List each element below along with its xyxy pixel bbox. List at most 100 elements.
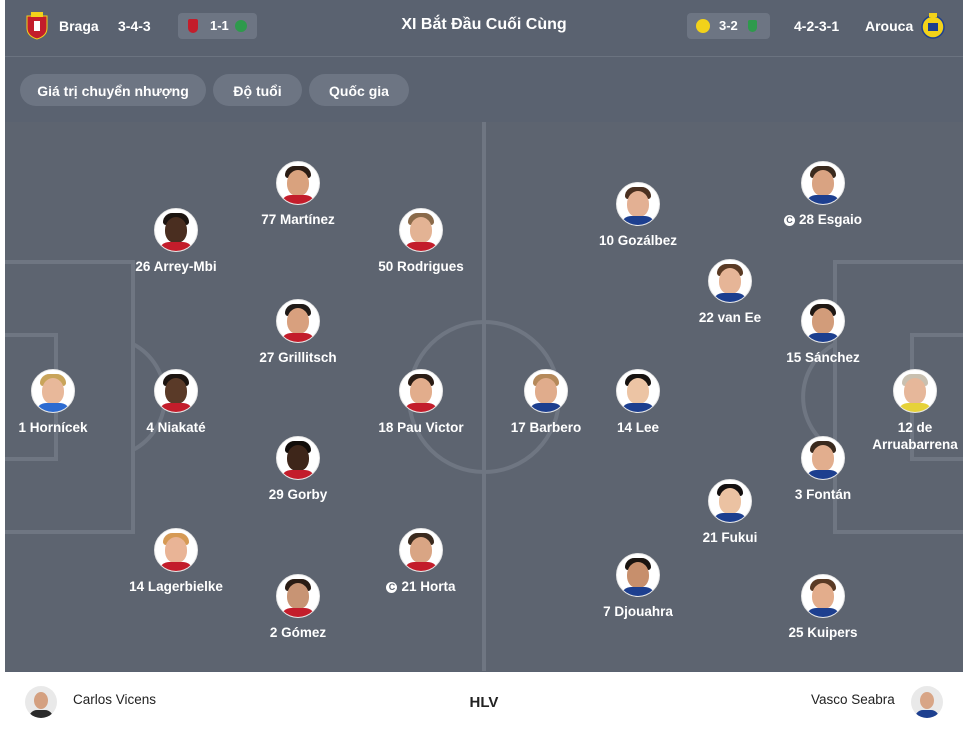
lineup-widget: Braga 3-4-3 1-1 XI Bắt Đầu Cuối Cùng 3-2… xyxy=(5,0,963,734)
player-name: 12 de Arruabarrena xyxy=(872,420,958,452)
player-away-am-3[interactable]: 7 Djouahra xyxy=(573,553,703,620)
photo-shirt xyxy=(713,293,747,302)
photo-face xyxy=(42,378,64,404)
player-away-gk[interactable]: 12 de Arruabarrena xyxy=(867,369,963,453)
player-name: 27 Grillitsch xyxy=(259,350,337,365)
photo-face xyxy=(165,378,187,404)
filter-country[interactable]: Quốc gia xyxy=(309,74,409,106)
away-coach-name[interactable]: Vasco Seabra xyxy=(811,692,895,707)
braga-mini-icon xyxy=(188,19,198,33)
player-away-dm-2[interactable]: 21 Fukui xyxy=(665,479,795,546)
photo-face xyxy=(165,537,187,563)
player-name: 28 Esgaio xyxy=(798,212,863,227)
player-name: 4 Niakaté xyxy=(146,420,206,435)
player-away-def-3[interactable]: 3 Fontán xyxy=(758,436,888,503)
player-photo xyxy=(616,553,660,597)
photo-shirt xyxy=(806,470,840,479)
player-name: 3 Fontán xyxy=(794,487,852,502)
arouca-crest-icon xyxy=(921,12,945,40)
photo-face xyxy=(904,378,926,404)
pitch: 1 Hornícek 26 Arrey-Mbi 4 Niakaté 14 Lag… xyxy=(5,122,963,671)
photo-shirt xyxy=(404,242,438,251)
player-home-def-1[interactable]: 26 Arrey-Mbi xyxy=(111,208,241,275)
photo-shirt xyxy=(621,403,655,412)
coach-shirt xyxy=(915,710,939,718)
home-coach-avatar xyxy=(25,686,57,718)
player-photo xyxy=(801,299,845,343)
player-away-dm-1[interactable]: 22 van Ee xyxy=(665,259,795,326)
player-home-gk[interactable]: 1 Hornícek xyxy=(5,369,118,436)
player-home-fwd-1[interactable]: 50 Rodrigues xyxy=(356,208,486,275)
photo-face xyxy=(812,583,834,609)
home-last-match[interactable]: 1-1 xyxy=(178,13,257,39)
home-team-name[interactable]: Braga xyxy=(59,18,99,34)
filter-age[interactable]: Độ tuổi xyxy=(213,74,302,106)
photo-shirt xyxy=(621,216,655,225)
photo-shirt xyxy=(281,470,315,479)
photo-shirt xyxy=(404,562,438,571)
photo-shirt xyxy=(621,587,655,596)
player-home-def-3[interactable]: 14 Lagerbielke xyxy=(111,528,241,595)
photo-face xyxy=(812,308,834,334)
home-formation: 3-4-3 xyxy=(118,18,151,34)
player-home-mid-2[interactable]: 27 Grillitsch xyxy=(233,299,363,366)
photo-face xyxy=(719,488,741,514)
player-away-def-4[interactable]: 25 Kuipers xyxy=(758,574,888,641)
photo-shirt xyxy=(159,242,193,251)
photo-shirt xyxy=(806,195,840,204)
photo-face xyxy=(812,170,834,196)
away-last-match[interactable]: 3-2 xyxy=(687,13,770,39)
player-photo xyxy=(276,436,320,480)
photo-face xyxy=(410,537,432,563)
photo-face xyxy=(627,378,649,404)
player-away-am-1[interactable]: 10 Gozálbez xyxy=(573,182,703,249)
home-last-score: 1-1 xyxy=(210,18,229,33)
coach-face xyxy=(34,692,48,709)
photo-shirt xyxy=(529,403,563,412)
arouca-mini-icon xyxy=(696,19,710,33)
player-home-mid-3[interactable]: 29 Gorby xyxy=(233,436,363,503)
opponent-mini-icon xyxy=(748,20,757,32)
player-photo xyxy=(801,574,845,618)
player-away-st[interactable]: 17 Barbero xyxy=(481,369,611,436)
photo-shirt xyxy=(159,403,193,412)
filter-market-value[interactable]: Giá trị chuyển nhượng xyxy=(20,74,206,106)
photo-face xyxy=(287,583,309,609)
photo-face xyxy=(165,217,187,243)
player-home-mid-4[interactable]: 2 Gómez xyxy=(233,574,363,641)
player-name: 21 Fukui xyxy=(702,530,758,545)
photo-face xyxy=(812,445,834,471)
player-away-am-2[interactable]: 14 Lee xyxy=(573,369,703,436)
player-name: 14 Lagerbielke xyxy=(129,579,223,594)
photo-face xyxy=(287,170,309,196)
player-home-mid-1[interactable]: 77 Martínez xyxy=(233,161,363,228)
player-photo xyxy=(399,369,443,413)
home-coach-name[interactable]: Carlos Vicens xyxy=(73,692,157,707)
photo-shirt xyxy=(281,608,315,617)
away-last-score: 3-2 xyxy=(719,18,738,33)
photo-shirt xyxy=(713,513,747,522)
away-team-name[interactable]: Arouca xyxy=(865,18,914,34)
player-home-def-2[interactable]: 4 Niakaté xyxy=(111,369,241,436)
lineup-header: Braga 3-4-3 1-1 XI Bắt Đầu Cuối Cùng 3-2… xyxy=(5,0,963,57)
photo-face xyxy=(535,378,557,404)
player-photo xyxy=(708,479,752,523)
player-away-def-2[interactable]: 15 Sánchez xyxy=(758,299,888,366)
photo-shirt xyxy=(898,403,932,412)
player-home-fwd-2[interactable]: 18 Pau Victor xyxy=(356,369,486,436)
photo-face xyxy=(719,268,741,294)
player-photo xyxy=(524,369,568,413)
player-name: 50 Rodrigues xyxy=(378,259,464,274)
player-name: 26 Arrey-Mbi xyxy=(135,259,217,274)
braga-crest-icon xyxy=(25,12,49,40)
photo-shirt xyxy=(159,562,193,571)
captain-icon: C xyxy=(783,215,795,226)
player-name: 7 Djouahra xyxy=(603,604,673,619)
page-title: XI Bắt Đầu Cuối Cùng xyxy=(401,16,567,33)
player-photo xyxy=(154,369,198,413)
player-name: 15 Sánchez xyxy=(786,350,860,365)
captain-icon: C xyxy=(386,582,398,593)
